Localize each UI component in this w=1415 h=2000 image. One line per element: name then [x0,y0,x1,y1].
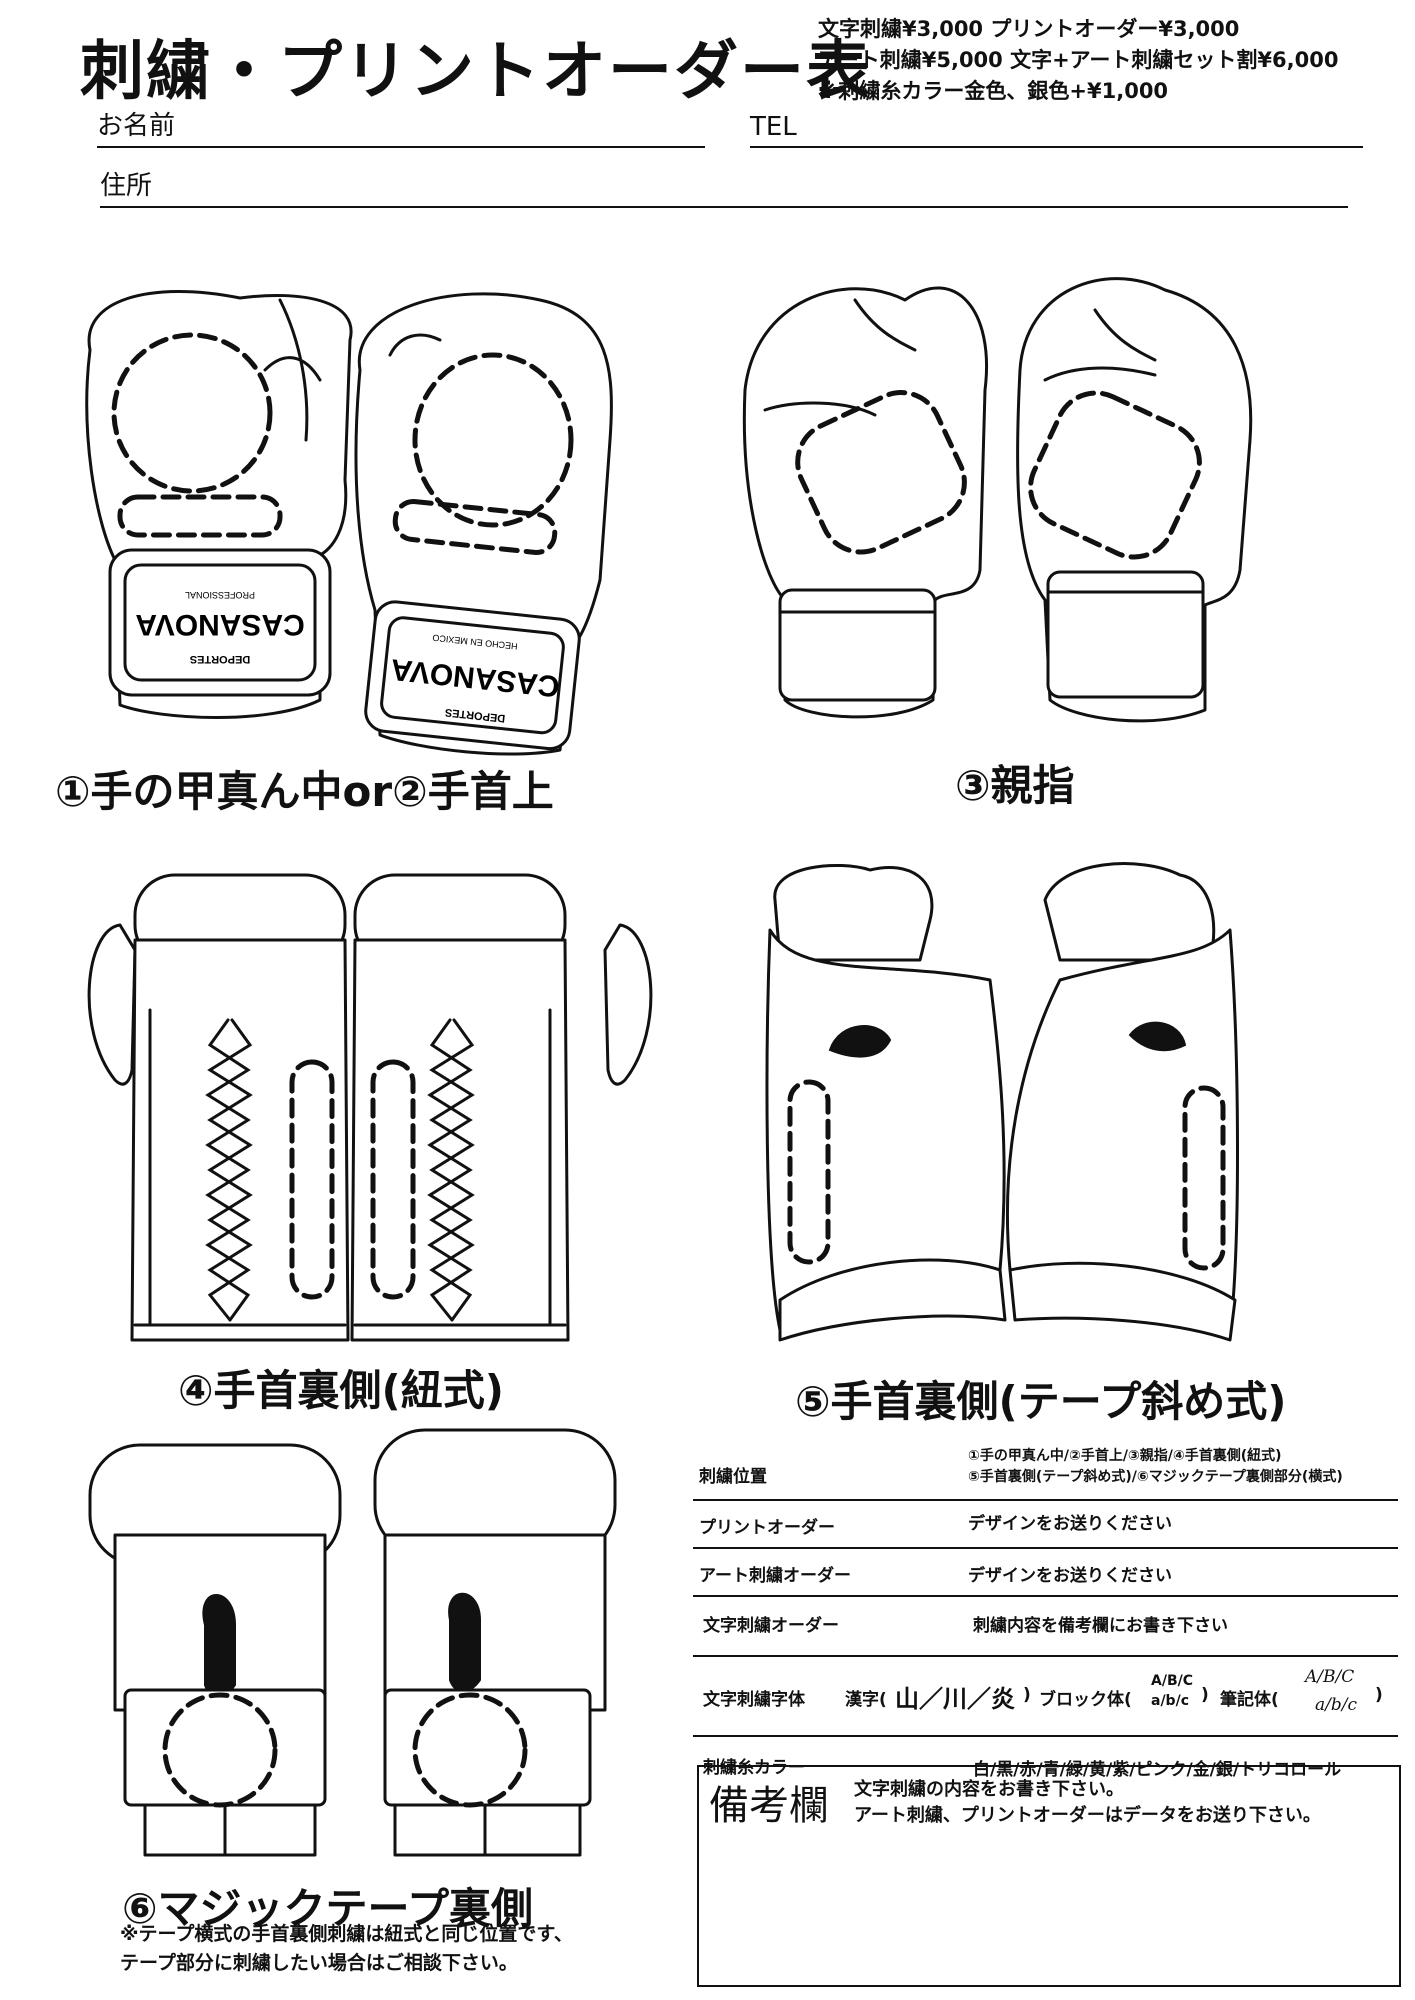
row-key: 刺繍糸カラー [703,1758,805,1778]
price-list: 文字刺繍¥3,000 プリントオーダー¥3,000 アート刺繍¥5,000 文字… [818,14,1338,107]
remarks-heading: 備考欄 [709,1783,829,1829]
table-row: アート刺繍オーダー デザインをお送りください [693,1547,1398,1597]
note-line: ※テープ横式の手首裏側刺繍は紐式と同じ位置です、 [120,1923,573,1945]
table-row: 文字刺繍オーダー 刺繍内容を備考欄にお書き下さい [693,1595,1398,1657]
caption-velcro: ⑥マジックテープ裏側 [122,1884,534,1933]
row-value: 刺繍内容を備考欄にお書き下さい [973,1616,1228,1636]
caption-thumb: ③親指 [955,761,1075,810]
row-key: 文字刺繍オーダー [703,1616,839,1636]
remarks-line: 文字刺繍の内容をお書き下さい。 [854,1779,1124,1800]
font-block-close: ) [1201,1685,1209,1705]
row-value: ①手の甲真ん中/②手首上/③親指/④手首裏側(紐式) [968,1448,1282,1464]
price-line: アート刺繍¥5,000 文字+アート刺繍セット割¥6,000 [818,48,1339,72]
caption-back-of-hand: ①手の甲真ん中or②手首上 [55,767,554,816]
brand-sub-left-2: DEPORTES [190,653,251,665]
name-label: お名前 [97,111,176,141]
font-kanji-close: ) [1023,1685,1031,1705]
table-row: 文字刺繍字体 漢字( 山／川／炎 ) ブロック体( A/B/C a/b/c ) … [693,1655,1398,1737]
font-block-bottom: a/b/c [1151,1693,1189,1709]
price-line: 文字刺繍¥3,000 プリントオーダー¥3,000 [818,17,1240,41]
row-key: プリントオーダー [699,1518,835,1538]
font-block-top: A/B/C [1151,1673,1194,1689]
glove-velcro-diagram [88,1428,617,1857]
table-row: 刺繍位置 ①手の甲真ん中/②手首上/③親指/④手首裏側(紐式) ⑤手首裏側(テー… [693,1442,1398,1501]
note-line: テープ部分に刺繍したい場合はご相談下さい。 [120,1952,518,1974]
name-field[interactable]: お名前 [97,110,705,148]
tel-label: TEL [750,112,797,142]
address-label: 住所 [100,171,153,201]
row-key: 文字刺繍字体 [703,1690,805,1710]
remarks-instructions: 文字刺繍の内容をお書き下さい。 アート刺繍、プリントオーダーはデータをお送り下さ… [854,1777,1321,1829]
row-value: ⑤手首裏側(テープ斜め式)/⑥マジックテープ裏側部分(横式) [968,1469,1343,1485]
font-kanji-label: 漢字( [845,1690,887,1710]
font-script-top: A/B/C [1305,1667,1355,1687]
row-value: デザインをお送りください [968,1514,1172,1534]
row-key: 刺繍位置 [699,1467,767,1487]
glove-lace-diagram [87,873,653,1342]
row-key: アート刺繍オーダー [699,1566,851,1586]
row-value: デザインをお送りください [968,1566,1172,1586]
font-script-label: 筆記体( [1220,1690,1279,1710]
glove-thumb-diagram [742,277,1253,723]
table-row: プリントオーダー デザインをお送りください [693,1499,1398,1549]
price-line: ※刺繍糸カラー金色、銀色+¥1,000 [818,79,1169,103]
page-title: 刺繍・プリントオーダー表 [80,35,872,109]
brand-sub-left-1: PROFESSIONAL [185,590,255,600]
brand-logo-left: CASANOVA [135,608,304,641]
note-text: ※テープ横式の手首裏側刺繍は紐式と同じ位置です、 テープ部分に刺繍したい場合はご… [120,1920,573,1978]
remarks-box[interactable]: 備考欄 文字刺繍の内容をお書き下さい。 アート刺繍、プリントオーダーはデータをお… [697,1765,1401,1987]
caption-wrist-tape: ⑤手首裏側(テープ斜め式) [795,1377,1287,1426]
font-script-bottom: a/b/c [1315,1695,1357,1715]
font-block-label: ブロック体( [1039,1690,1132,1710]
remarks-line: アート刺繍、プリントオーダーはデータをお送り下さい。 [854,1805,1321,1826]
tel-field[interactable]: TEL [750,110,1363,148]
font-script-close: ) [1375,1685,1383,1705]
address-field[interactable]: 住所 [100,170,1348,208]
glove-tape-diagram [765,862,1239,1342]
caption-wrist-lace: ④手首裏側(紐式) [178,1366,504,1415]
glove-back-diagram: CASANOVA PROFESSIONAL DEPORTES CASANOVA … [85,290,613,756]
font-kanji-sample: 山／川／炎 [895,1684,1015,1713]
